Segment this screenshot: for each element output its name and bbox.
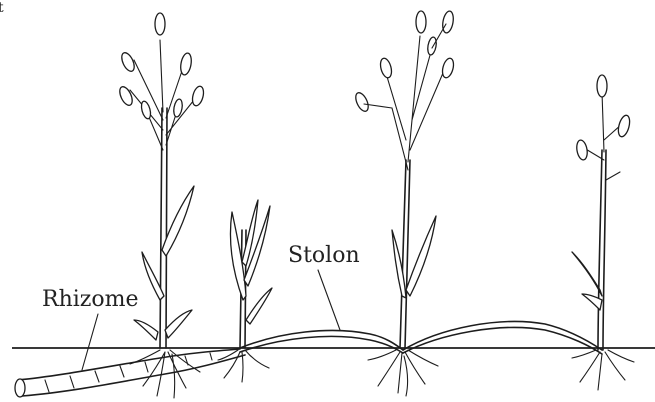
- rhizome-label: Rhizome: [42, 287, 139, 312]
- roots: [130, 350, 634, 398]
- plant-4: [572, 75, 632, 350]
- rhizome: [15, 349, 245, 397]
- stolon-label: Stolon: [288, 243, 360, 268]
- plant-3: [353, 10, 455, 348]
- rhizome-leader-line: [82, 314, 98, 370]
- plant-2: [230, 200, 272, 348]
- stolon: [240, 322, 602, 354]
- stolon-leader-line: [318, 270, 340, 330]
- corner-text-fragment: t: [0, 0, 4, 16]
